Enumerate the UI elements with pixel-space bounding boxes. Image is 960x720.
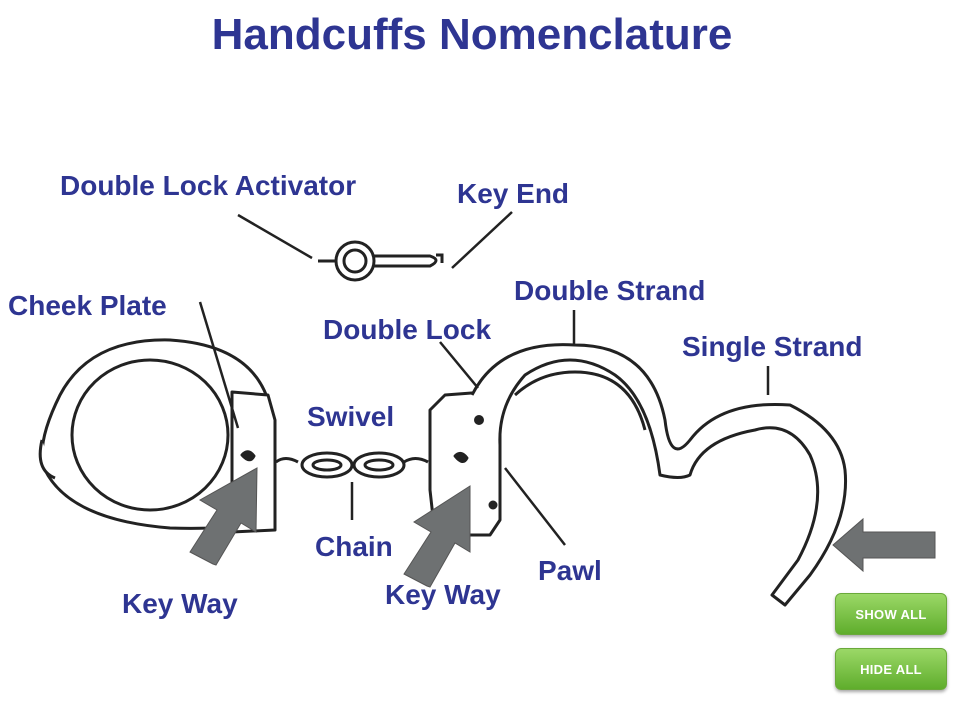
handcuff-key: [318, 240, 444, 282]
label-key-way-left: Key Way: [122, 588, 238, 619]
label-cheek-plate: Cheek Plate: [8, 290, 167, 321]
label-key-end: Key End: [457, 178, 570, 209]
hide-all-button[interactable]: HIDE ALL: [835, 648, 947, 690]
label-swivel: Swivel: [307, 401, 395, 432]
label-single-strand: Single Strand: [682, 331, 863, 362]
key-way-right-arrow: [403, 485, 471, 588]
label-pawl: Pawl: [538, 555, 602, 586]
chain: [275, 451, 429, 479]
label-double-lock-activator: Double Lock Activator: [60, 170, 357, 201]
show-all-button[interactable]: SHOW ALL: [835, 593, 947, 635]
label-double-lock: Double Lock: [323, 314, 492, 345]
label-key-way-right: Key Way: [385, 579, 501, 610]
page-title: Handcuffs Nomenclature: [211, 10, 733, 59]
leader-lines: [198, 211, 770, 546]
key-way-left-arrow: [189, 467, 258, 566]
label-double-strand: Double Strand: [514, 275, 706, 306]
label-chain: Chain: [315, 531, 393, 562]
key-way-arrows: [189, 467, 936, 588]
right-cuff: [428, 343, 848, 607]
left-cuff: [38, 338, 277, 534]
pointer-arrow: [832, 517, 936, 573]
